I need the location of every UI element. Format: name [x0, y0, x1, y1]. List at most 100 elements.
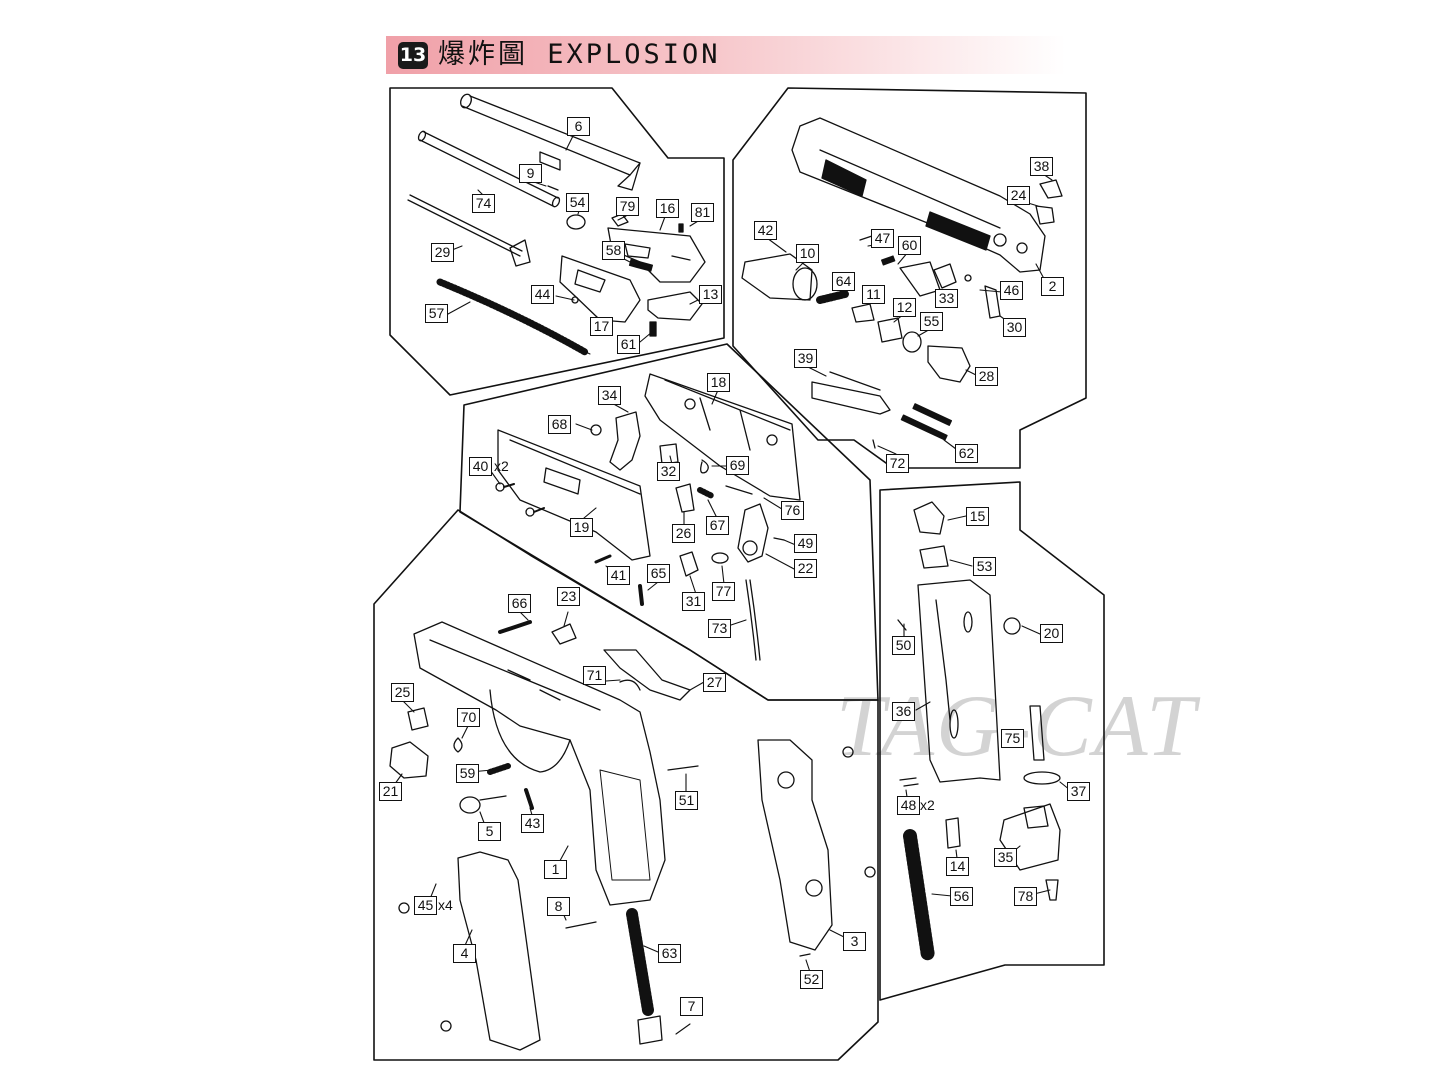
callout-part-50: 50 [892, 636, 915, 655]
slide-serrations-front [925, 211, 991, 251]
callout-part-76: 76 [781, 501, 804, 520]
multiplier-45: x4 [438, 897, 453, 913]
callout-part-56: 56 [950, 887, 973, 906]
magazine-spring [626, 908, 654, 1016]
upper-frame [644, 373, 801, 501]
callout-part-23: 23 [557, 587, 580, 606]
rail-block [811, 381, 891, 415]
callout-part-61: 61 [617, 335, 640, 354]
callout-part-39: 39 [794, 349, 817, 368]
callout-part-79: 79 [616, 197, 639, 216]
callout-part-75: 75 [1001, 729, 1024, 748]
callout-part-66: 66 [508, 594, 531, 613]
nozzle-spring [816, 290, 849, 304]
callout-part-16: 16 [656, 199, 679, 218]
washer [902, 331, 922, 353]
callout-part-55: 55 [920, 312, 943, 331]
section-number-badge: 13 [398, 42, 428, 69]
callout-part-73: 73 [708, 619, 731, 638]
callout-part-27: 27 [703, 673, 726, 692]
callout-part-15: 15 [966, 507, 989, 526]
callout-part-36: 36 [892, 702, 915, 721]
blowback-piston [927, 345, 971, 383]
callout-part-8: 8 [547, 897, 570, 916]
callout-part-38: 38 [1030, 157, 1053, 176]
trigger-spring [700, 459, 709, 474]
trigger [609, 411, 641, 471]
panel-slide-assembly [732, 87, 1087, 469]
callout-part-11: 11 [862, 285, 885, 304]
callout-part-33: 33 [935, 289, 958, 308]
callout-part-24: 24 [1007, 186, 1030, 205]
callout-part-59: 59 [456, 764, 479, 783]
callout-part-32: 32 [657, 462, 680, 481]
callout-part-57: 57 [425, 304, 448, 323]
slide-serrations-rear [821, 159, 867, 197]
panel-trigger-assembly [459, 343, 879, 701]
callout-part-74: 74 [472, 194, 495, 213]
callout-part-43: 43 [521, 814, 544, 833]
callout-part-4: 4 [453, 944, 476, 963]
mag-release-spring [487, 763, 511, 775]
trigger-assembly-parts [495, 373, 801, 661]
callout-part-64: 64 [832, 272, 855, 291]
disconnector [679, 551, 699, 577]
panel-outlines [373, 87, 1105, 1061]
callout-part-34: 34 [598, 386, 621, 405]
callout-part-65: 65 [647, 564, 670, 583]
callout-part-58: 58 [602, 241, 625, 260]
trigger-guard [489, 689, 571, 773]
callout-part-5: 5 [478, 822, 501, 841]
callout-part-6: 6 [567, 117, 590, 136]
callout-part-71: 71 [583, 666, 606, 685]
callout-part-2: 2 [1041, 277, 1064, 296]
gas-tube [1029, 705, 1045, 761]
section-header-bar [386, 36, 1066, 74]
hammer-spring [697, 487, 715, 499]
callout-part-51: 51 [675, 791, 698, 810]
lower-frame [497, 429, 651, 561]
callout-part-63: 63 [658, 944, 681, 963]
callout-part-44: 44 [531, 285, 554, 304]
slide [791, 117, 1046, 273]
callout-part-30: 30 [1003, 318, 1026, 337]
callout-part-10: 10 [796, 244, 819, 263]
callout-part-45: 45 [414, 896, 437, 915]
panel-magazine-assembly [879, 481, 1105, 1001]
callout-part-62: 62 [955, 444, 978, 463]
callout-part-9: 9 [519, 164, 542, 183]
callout-part-70: 70 [457, 708, 480, 727]
recoil-spring [436, 278, 589, 356]
mag-base [999, 803, 1061, 871]
callout-part-13: 13 [699, 285, 722, 304]
callout-part-53: 53 [973, 557, 996, 576]
callout-part-25: 25 [391, 683, 414, 702]
hopup-bucking [566, 214, 586, 230]
callout-part-77: 77 [712, 582, 735, 601]
callout-part-49: 49 [794, 534, 817, 553]
callout-part-7: 7 [680, 997, 703, 1016]
callout-part-41: 41 [607, 566, 630, 585]
callout-part-47: 47 [871, 229, 894, 248]
hammer [737, 503, 769, 563]
grip-panel-right [757, 739, 833, 951]
callout-part-54: 54 [566, 193, 589, 212]
safety-lever [389, 741, 429, 779]
callout-part-18: 18 [707, 373, 730, 392]
mag-release [459, 796, 481, 814]
callout-part-37: 37 [1067, 782, 1090, 801]
callout-part-22: 22 [794, 559, 817, 578]
frame [413, 621, 666, 906]
callout-part-12: 12 [893, 298, 916, 317]
grip-panel-left [457, 851, 541, 1051]
callout-part-46: 46 [1000, 281, 1023, 300]
multiplier-40: x2 [494, 458, 509, 474]
callout-part-29: 29 [431, 243, 454, 262]
mag-spring [903, 829, 935, 963]
multiplier-48: x2 [920, 797, 935, 813]
barrel-assembly-parts [407, 93, 706, 356]
panel-barrel-assembly [389, 87, 725, 396]
guide-rod [407, 194, 523, 257]
callout-part-21: 21 [379, 782, 402, 801]
